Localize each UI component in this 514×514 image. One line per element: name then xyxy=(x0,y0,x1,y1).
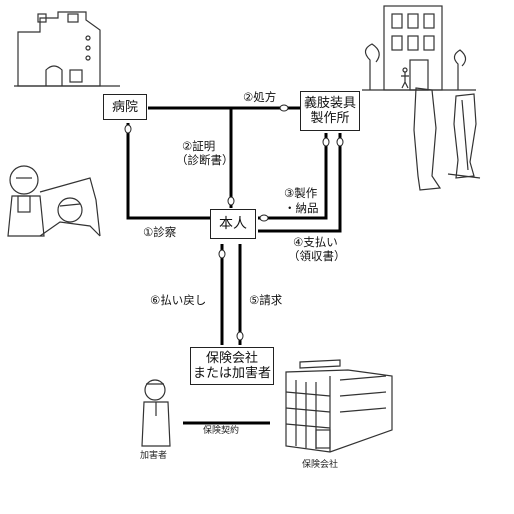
finger-pointer-icon xyxy=(124,104,344,341)
label-manufacture-line2: ・納品 xyxy=(284,201,319,215)
prosthetic-legs-icon xyxy=(413,87,481,191)
perpetrator-person-icon xyxy=(141,379,171,447)
label-prescription: ②処方 xyxy=(243,90,277,104)
label-refund: ⑥払い戻し xyxy=(150,293,207,307)
label-exam: ①診察 xyxy=(143,225,177,239)
label-claim: ⑤請求 xyxy=(249,293,283,307)
hospital-building-icon xyxy=(14,11,120,87)
doctor-consultation-icon xyxy=(7,165,101,237)
workshop-building-icon xyxy=(362,5,476,91)
node-insurer: 保険会社 または加害者 xyxy=(190,347,274,385)
node-hospital: 病院 xyxy=(103,94,147,120)
caption-insurance-company: 保険会社 xyxy=(302,460,339,470)
node-maker-label-line1: 義肢装具 xyxy=(303,96,356,111)
edge-manufacture-line xyxy=(258,133,328,220)
label-manufacture-line1: ③製作 xyxy=(284,186,318,200)
caption-perpetrator: 加害者 xyxy=(140,451,168,461)
label-certificate-line1: ②証明 xyxy=(182,139,216,153)
node-maker-label-line2: 製作所 xyxy=(310,111,350,126)
label-payment-line1: ④支払い xyxy=(293,235,338,249)
label-contract: 保険契約 xyxy=(203,426,240,436)
node-person-label: 本人 xyxy=(219,215,247,232)
node-person: 本人 xyxy=(210,209,256,239)
node-orthotics-maker: 義肢装具 製作所 xyxy=(300,91,360,131)
label-certificate-line2: （診断書） xyxy=(176,153,234,167)
edge-exam-line xyxy=(126,123,210,220)
insurance-building-icon xyxy=(285,359,393,453)
node-insurer-label-line1: 保険会社 xyxy=(205,351,258,366)
node-hospital-label: 病院 xyxy=(111,99,138,115)
label-payment-line2: （領収書） xyxy=(288,249,346,263)
node-insurer-label-line2: または加害者 xyxy=(192,366,271,381)
edge-payment-line xyxy=(258,133,342,233)
